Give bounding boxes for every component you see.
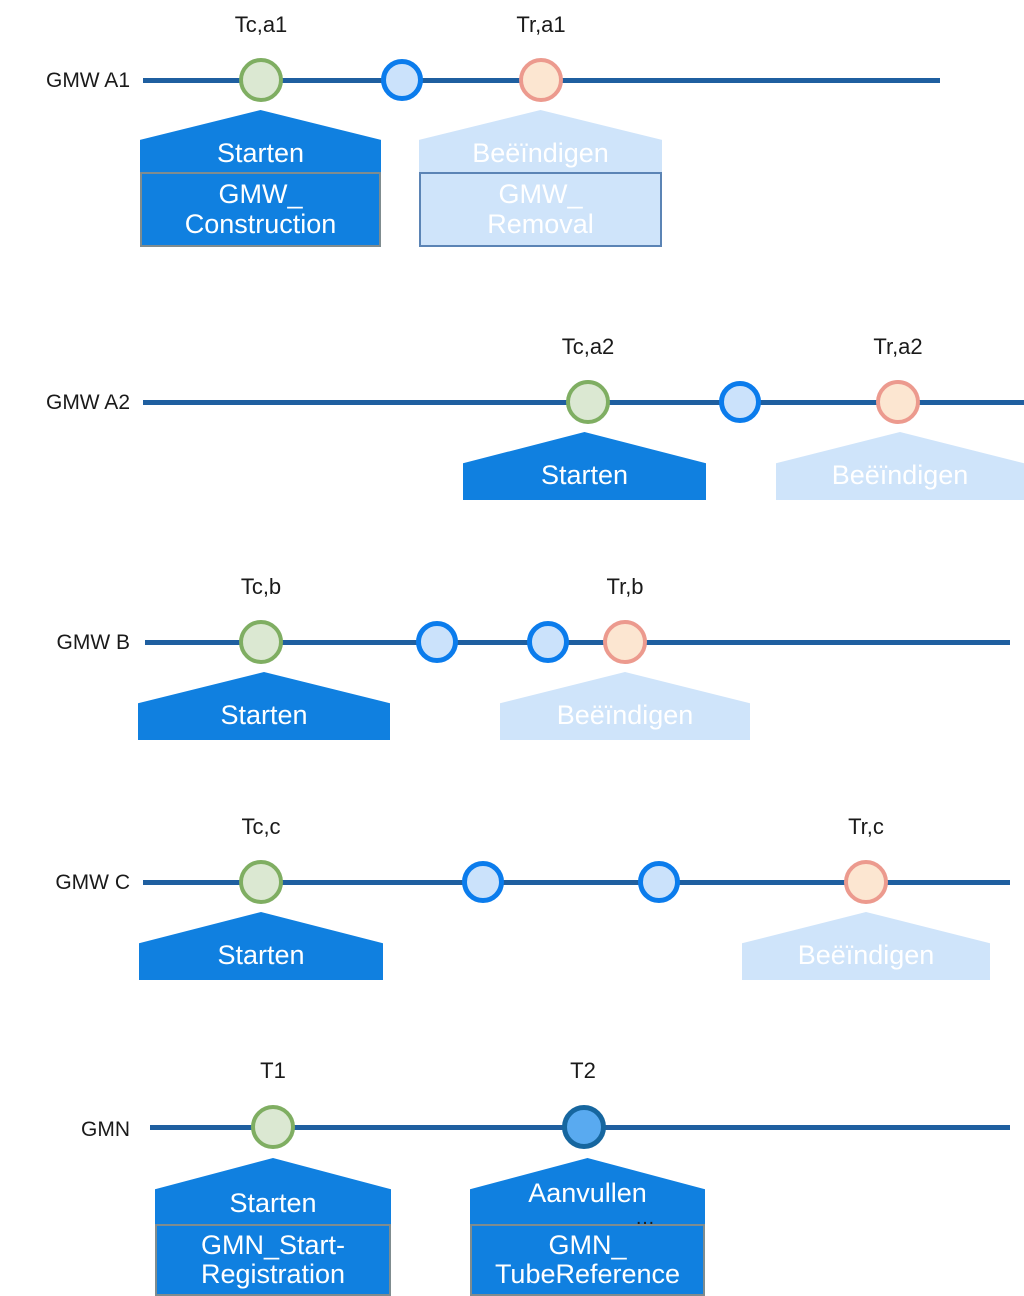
- marker-tc-c-icon[interactable]: [239, 860, 283, 904]
- marker-intermediate-icon[interactable]: [416, 621, 458, 663]
- callout-label: Aanvullen: [528, 1178, 647, 1208]
- marker-t1-icon[interactable]: [251, 1105, 295, 1149]
- tick-label-t2: T2: [570, 1058, 596, 1083]
- marker-intermediate-icon[interactable]: [638, 861, 680, 903]
- objbox-label: GMN_Start- Registration: [200, 1229, 346, 1289]
- callout-label: Beëïndigen: [556, 700, 694, 730]
- marker-tc-b-icon[interactable]: [239, 620, 283, 664]
- callout-label: Starten: [220, 700, 308, 730]
- marker-t2-icon[interactable]: [562, 1105, 606, 1149]
- timeline-axis: [143, 880, 1010, 885]
- callout-starten-gmw-a1[interactable]: Starten: [140, 110, 381, 175]
- row-label-gmn: GMN: [81, 1118, 130, 1141]
- timeline-axis: [145, 640, 1010, 645]
- row-label-gmw-a2: GMW A2: [45, 391, 130, 414]
- marker-intermediate-icon[interactable]: [381, 59, 423, 101]
- tick-label-tr-b: Tr,b: [606, 574, 644, 599]
- timeline-row-gmn: GMN T1 T2 Starten GMN_Start- Registratio…: [0, 1040, 1024, 1296]
- marker-tc-a1-icon[interactable]: [239, 58, 283, 102]
- objbox-gmn-start-registration[interactable]: GMN_Start- Registration: [155, 1224, 391, 1296]
- marker-tc-a2-icon[interactable]: [566, 380, 610, 424]
- tick-label-tr-c: Tr,c: [848, 814, 884, 839]
- callout-label: Beëïndigen: [472, 138, 609, 168]
- callout-beeindigen-gmw-a1[interactable]: Beëïndigen: [419, 110, 662, 175]
- callout-starten-gmw-b[interactable]: Starten: [138, 672, 390, 740]
- objbox-gmn-tubereference[interactable]: GMN_ TubeReference: [470, 1224, 705, 1296]
- marker-intermediate-icon[interactable]: [719, 381, 761, 423]
- marker-intermediate-icon[interactable]: [462, 861, 504, 903]
- timeline-row-gmw-a2: GMW A2 Tc,a2 Tr,a2 Starten Beëïndigen: [0, 320, 1024, 520]
- callout-starten-gmn[interactable]: Starten: [155, 1158, 391, 1226]
- objbox-gmw-construction[interactable]: GMW_ Construction: [140, 172, 381, 247]
- objbox-label: GMN_ TubeReference: [494, 1229, 681, 1289]
- callout-beeindigen-gmw-b[interactable]: Beëïndigen: [500, 672, 750, 740]
- tick-label-tr-a2: Tr,a2: [873, 334, 923, 359]
- marker-tr-a1-icon[interactable]: [519, 58, 563, 102]
- callout-starten-gmw-a2[interactable]: Starten: [463, 432, 706, 500]
- callout-aanvullen-gmn[interactable]: Aanvullen …: [470, 1158, 705, 1226]
- objbox-label: GMW_ Construction: [184, 179, 337, 239]
- callout-beeindigen-gmw-c[interactable]: Beëïndigen: [742, 912, 990, 980]
- callout-label: Beëïndigen: [831, 460, 969, 490]
- callout-label: Starten: [216, 138, 305, 168]
- callout-label: Starten: [540, 460, 629, 490]
- tick-label-t1: T1: [260, 1058, 286, 1083]
- tick-label-tc-a1: Tc,a1: [234, 12, 288, 37]
- objbox-gmw-removal[interactable]: GMW_ Removal: [419, 172, 662, 247]
- tick-label-tc-b: Tc,b: [240, 574, 282, 599]
- row-label-gmw-b: GMW B: [56, 631, 131, 654]
- marker-tr-c-icon[interactable]: [844, 860, 888, 904]
- tick-label-tc-a2: Tc,a2: [561, 334, 615, 359]
- objbox-label: GMW_ Removal: [487, 179, 594, 239]
- tick-label-tr-a1: Tr,a1: [516, 12, 566, 37]
- timeline-row-gmw-a1: GMW A1 Tc,a1 Tr,a1 Starten GMW_ Construc…: [0, 0, 1024, 280]
- marker-tr-b-icon[interactable]: [603, 620, 647, 664]
- callout-starten-gmw-c[interactable]: Starten: [139, 912, 383, 980]
- callout-beeindigen-gmw-a2[interactable]: Beëïndigen: [776, 432, 1024, 500]
- row-label-gmw-a1: GMW A1: [45, 69, 130, 92]
- marker-tr-a2-icon[interactable]: [876, 380, 920, 424]
- callout-label: Starten: [229, 1188, 317, 1218]
- callout-label: Starten: [217, 940, 305, 970]
- timeline-row-gmw-c: GMW C Tc,c Tr,c Starten Beëïndigen: [0, 800, 1024, 1000]
- callout-label: Beëïndigen: [797, 940, 935, 970]
- marker-intermediate-icon[interactable]: [527, 621, 569, 663]
- row-label-gmw-c: GMW C: [55, 871, 130, 894]
- tick-label-tc-c: Tc,c: [241, 814, 281, 839]
- callout-ellipsis: …: [635, 1207, 657, 1229]
- timeline-row-gmw-b: GMW B Tc,b Tr,b Starten Beëïndigen: [0, 560, 1024, 760]
